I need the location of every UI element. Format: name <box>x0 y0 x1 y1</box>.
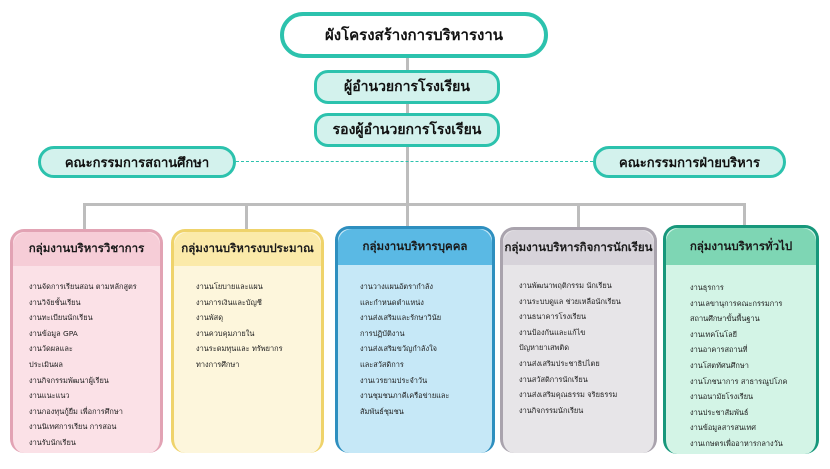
group-task-item: งานส่งเสริมขวัญกำลังใจ <box>360 344 438 354</box>
connector-group-3 <box>406 203 409 229</box>
group-task-item: งานควบคุมภายใน <box>196 328 255 338</box>
group-task-item: งานสวัสดิการนักเรียน <box>519 374 588 384</box>
group-task-item: งานนโยบายและแผน <box>196 282 263 291</box>
group-task-item: งานจัดการเรียนสอน ตามหลักสูตร <box>29 282 137 291</box>
group-task-list: งานพัฒนาพฤติกรรม นักเรียนงานระบบดูแล ช่ว… <box>519 278 621 418</box>
group-task-item: งานส่งเสริมคุณธรรม จริยธรรม <box>519 390 618 400</box>
group-task-item: งานอาคารสถานที่ <box>690 345 748 355</box>
group-title: กลุ่มงานบริหารวิชาการ <box>13 232 160 266</box>
connector-group-4 <box>577 203 580 229</box>
group-task-item: งานข้อมูล GPA <box>29 328 78 338</box>
group-task-item: งานการเงินและบัญชี <box>196 297 262 307</box>
group-task-item: และสวัสดิการ <box>360 359 404 369</box>
group-title: กลุ่มงานบริหารบุคคล <box>338 229 492 265</box>
connector-group-1 <box>83 203 86 229</box>
group-task-item: งานส่งเสริมและรักษาวินัย <box>360 313 442 323</box>
group-card-1: กลุ่มงานบริหารวิชาการงานจัดการเรียนสอน ต… <box>10 229 163 453</box>
group-task-item: งานโสตทัศนศึกษา <box>690 360 749 370</box>
group-task-item: งานประชาสัมพันธ์ <box>690 407 749 417</box>
group-task-item: งานส่งเสริมประชาธิปไตย <box>519 358 600 368</box>
group-task-item: งานรับนักเรียน <box>29 437 76 447</box>
group-task-list: งานธุรการงานเลขานุการคณะกรรมการสถานศึกษา… <box>690 280 787 452</box>
administrative-board-box: คณะกรรมการฝ่ายบริหาร <box>593 146 786 178</box>
group-task-item: ทางการศึกษา <box>196 359 240 369</box>
group-task-item: งานข้อมูลสารสนเทศ <box>690 423 756 433</box>
group-task-item: งานวางแผนอัตรากำลัง <box>360 282 433 291</box>
group-title: กลุ่มงานบริหารกิจการนักเรียน <box>503 230 654 265</box>
group-card-2: กลุ่มงานบริหารงบประมาณงานนโยบายและแผนงาน… <box>171 229 324 453</box>
group-task-list: งานนโยบายและแผนงานการเงินและบัญชีงานพัสด… <box>196 279 283 373</box>
group-task-item: งานเลขานุการคณะกรรมการ <box>690 298 783 308</box>
group-title: กลุ่มงานบริหารงบประมาณ <box>174 232 321 266</box>
group-task-item: การปฏิบัติงาน <box>360 328 405 338</box>
group-task-item: งานทะเบียนนักเรียน <box>29 313 93 323</box>
group-task-item: สถานศึกษาขั้นพื้นฐาน <box>690 314 760 324</box>
group-task-item: งานวัดผลและ <box>29 344 73 354</box>
group-task-item: งานระดมทุนและ ทรัพยากร <box>196 344 283 354</box>
group-task-item: งานนิเทศการเรียน การสอน <box>29 422 117 432</box>
board-dashed-connector <box>236 161 593 162</box>
group-task-item: งานโภชนาการ สาธารณูปโภค <box>690 376 788 386</box>
group-task-item: งานชุมชนภาคีเครือข่ายและ <box>360 391 450 401</box>
connector-deputy-groups <box>406 147 409 205</box>
group-task-item: งานระบบดูแล ช่วยเหลือนักเรียน <box>519 296 621 306</box>
group-task-item: งานพัฒนาพฤติกรรม นักเรียน <box>519 281 612 290</box>
deputy-director-box: รองผู้อำนวยการโรงเรียน <box>314 113 500 147</box>
group-task-item: งานกองทุนกู้ยืม เพื่อการศึกษา <box>29 406 123 416</box>
org-chart-title: ผังโครงสร้างการบริหารงาน <box>280 12 548 58</box>
group-task-item: งานวิจัยชั้นเรียน <box>29 297 81 307</box>
group-task-item: สัมพันธ์ชุมชน <box>360 406 404 416</box>
group-card-5: กลุ่มงานบริหารทั่วไปงานธุรการงานเลขานุกา… <box>663 225 819 454</box>
director-box: ผู้อำนวยการโรงเรียน <box>314 70 500 104</box>
group-task-item: งานธุรการ <box>690 283 724 292</box>
group-task-item: งานกิจกรรมพัฒนาผู้เรียน <box>29 375 109 385</box>
connector-groups-bar <box>83 203 745 206</box>
group-card-3: กลุ่มงานบริหารบุคคลงานวางแผนอัตรากำลังแล… <box>335 226 495 453</box>
group-title: กลุ่มงานบริหารทั่วไป <box>666 228 816 265</box>
group-task-item: งานพัสดุ <box>196 313 223 323</box>
school-board-box: คณะกรรมการสถานศึกษา <box>38 146 236 178</box>
group-task-item: งานแนะแนว <box>29 391 70 401</box>
connector-title-director <box>406 58 409 70</box>
group-task-item: งานเวรยามประจำวัน <box>360 375 428 385</box>
group-task-item: งานอนามัยโรงเรียน <box>690 392 754 402</box>
group-task-item: งานเทคโนโลยี <box>690 329 738 339</box>
group-task-item: งานกิจกรรมนักเรียน <box>519 405 584 415</box>
group-task-item: งานป้องกันและแก้ไข <box>519 327 586 337</box>
connector-group-2 <box>245 203 248 229</box>
connector-director-deputy <box>406 104 409 113</box>
group-task-item: งานธนาคารโรงเรียน <box>519 312 587 322</box>
group-task-item: ปัญหายาเสพติด <box>519 343 569 353</box>
group-task-list: งานวางแผนอัตรากำลังและกำหนดตำแหน่งงานส่ง… <box>360 279 449 419</box>
group-card-4: กลุ่มงานบริหารกิจการนักเรียนงานพัฒนาพฤติ… <box>500 227 657 453</box>
group-task-item: ประเมินผล <box>29 359 63 369</box>
group-task-item: งานเกษตรเพื่ออาหารกลางวัน <box>690 438 783 448</box>
group-task-item: และกำหนดตำแหน่ง <box>360 297 424 307</box>
group-task-list: งานจัดการเรียนสอน ตามหลักสูตรงานวิจัยชั้… <box>29 279 137 451</box>
connector-group-5 <box>743 203 746 229</box>
